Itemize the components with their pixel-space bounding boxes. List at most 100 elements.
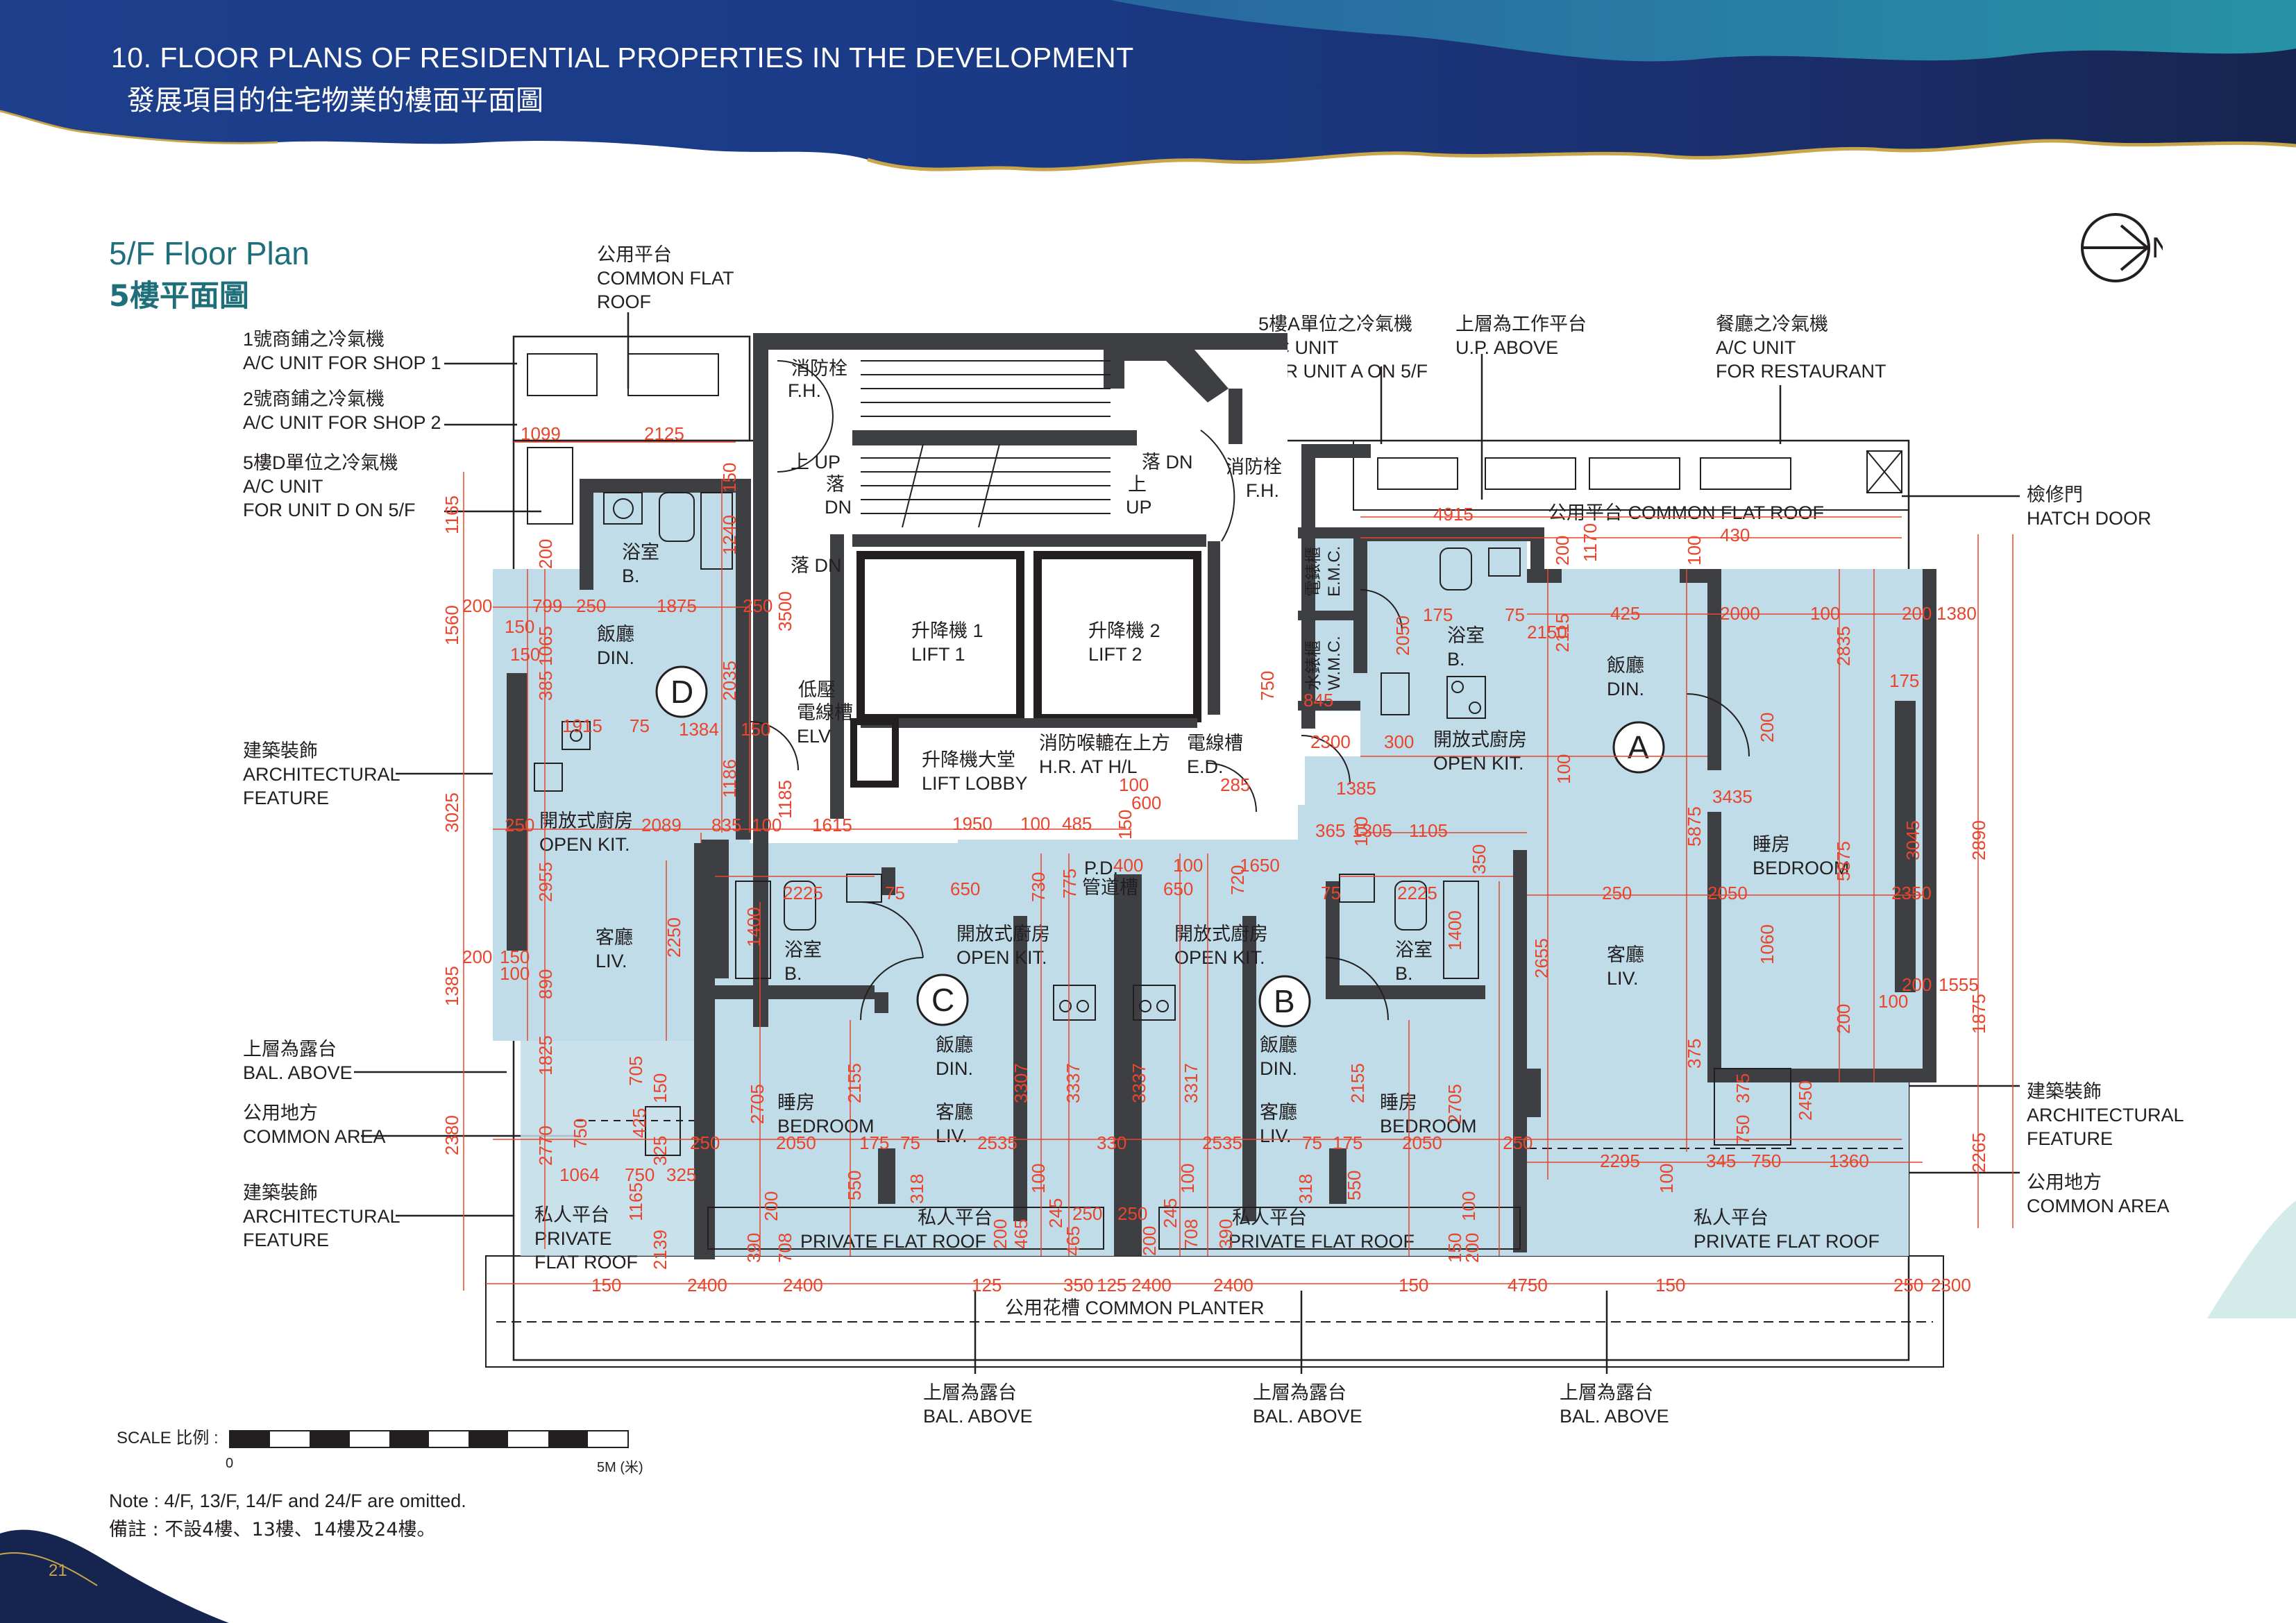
dim: 2265 — [1968, 1132, 1989, 1173]
b-bed-label-en: BEDROOM — [1380, 1116, 1477, 1137]
dim: 3500 — [775, 591, 795, 631]
dim: 3435 — [1712, 786, 1753, 807]
dim: 175 — [1889, 670, 1919, 691]
dim: 375 — [1732, 1073, 1753, 1103]
dim: 750 — [1751, 1150, 1781, 1171]
dim: 775 — [1059, 869, 1080, 899]
a-bed-label-en: BEDROOM — [1753, 858, 1850, 878]
dim: 100 — [1458, 1191, 1479, 1221]
dim: 550 — [844, 1171, 865, 1200]
dim: 465 — [1011, 1219, 1031, 1249]
dim: 385 — [535, 671, 556, 701]
a-kit-label: 開放式廚房 — [1433, 729, 1527, 750]
label-dn-2: 落 DN — [1142, 452, 1193, 473]
header-banner — [0, 0, 2296, 171]
dim: 100 — [1878, 991, 1908, 1012]
label-hr: 消防喉轆在上方 — [1039, 733, 1170, 754]
dim: 890 — [535, 969, 556, 999]
dim: 2035 — [719, 661, 740, 701]
unit-marker-c: C — [931, 982, 954, 1018]
dim: 200 — [1902, 603, 1932, 624]
dim: 75 — [900, 1132, 920, 1153]
dim: 5875 — [1833, 841, 1854, 881]
dim: 318 — [1295, 1174, 1316, 1204]
door-swings — [749, 360, 1750, 1021]
dim: 390 — [1215, 1219, 1236, 1249]
dim: 4915 — [1433, 504, 1474, 525]
b-bath-label-en: B. — [1395, 963, 1413, 984]
a-liv-label: 客廳 — [1607, 944, 1644, 965]
header-title-zh: 發展項目的住宅物業的樓面平面圖 — [127, 85, 543, 117]
plan-title-zh: 5樓平面圖 — [109, 279, 249, 314]
dim: 708 — [775, 1233, 795, 1263]
dim: 1875 — [657, 595, 697, 616]
unit-marker-d: D — [670, 674, 693, 710]
page-number: 21 — [49, 1561, 67, 1580]
dim: 75 — [630, 715, 650, 736]
dim: 425 — [1610, 603, 1640, 624]
dim: 150 — [1399, 1275, 1428, 1295]
dim: 100 — [1177, 1164, 1198, 1193]
dim: 2155 — [1347, 1063, 1368, 1103]
dim: 375 — [1684, 1039, 1705, 1069]
dim: 5875 — [1684, 806, 1705, 847]
label-fh-2-en: F.H. — [1246, 480, 1279, 501]
a-bath-label: 浴室 — [1447, 625, 1485, 646]
dim: 150 — [500, 946, 530, 967]
label-dn-1: DN — [825, 497, 852, 518]
dim: 250 — [1602, 883, 1632, 903]
dim: 2139 — [650, 1230, 670, 1270]
dim: 3025 — [441, 792, 462, 833]
label-dn-3: 落 DN — [791, 555, 842, 576]
dim: 720 — [1227, 865, 1248, 895]
dim: 1650 — [1240, 855, 1280, 876]
dim: 200 — [761, 1191, 782, 1221]
dim: 1065 — [535, 626, 556, 666]
label-fh-1-en: F.H. — [788, 380, 821, 401]
flat-roof-lines — [576, 1120, 1909, 1250]
dim: 318 — [906, 1174, 927, 1204]
c-liv-label: 客廳 — [936, 1102, 973, 1123]
unit-marker-a: A — [1628, 729, 1649, 765]
dim: 1099 — [521, 423, 561, 444]
dim: 2000 — [1720, 603, 1760, 624]
dim: 845 — [1303, 690, 1333, 711]
dim: 250 — [1072, 1203, 1102, 1224]
dim: 150 — [1115, 810, 1136, 840]
dim: 1165 — [441, 495, 462, 534]
dim: 2705 — [1444, 1084, 1465, 1124]
label-elv-zh2: 電線槽 — [797, 702, 853, 723]
b-liv-label-en: LIV. — [1260, 1125, 1292, 1146]
dim: 1385 — [1336, 778, 1376, 799]
dim: 200 — [1139, 1226, 1160, 1256]
c-din-label: 飯廳 — [936, 1035, 973, 1055]
scale-start: 0 — [226, 1456, 234, 1471]
d-liv-label-en: LIV. — [596, 951, 627, 971]
dim: 1360 — [1829, 1150, 1869, 1171]
b-din-label-en: DIN. — [1260, 1058, 1297, 1079]
dim: 100 — [1028, 1164, 1049, 1193]
d-roof-label-en1: PRIVATE — [534, 1228, 612, 1249]
label-up-2: UP — [1126, 497, 1152, 518]
label-wmc-zh: 水錶櫃 — [1304, 640, 1323, 690]
dim: 100 — [1810, 603, 1840, 624]
dim: 75 — [885, 883, 905, 903]
dim: 100 — [1351, 817, 1371, 847]
dim: 1400 — [743, 907, 764, 947]
c-bed-label-en: BEDROOM — [777, 1116, 875, 1137]
dim: 1064 — [559, 1164, 600, 1185]
dim: 730 — [1028, 872, 1049, 902]
label-lift-2: 升降機 2 — [1088, 620, 1160, 641]
dim: 345 — [1706, 1150, 1736, 1171]
dim: 1615 — [812, 815, 852, 835]
dim: 350 — [1469, 844, 1489, 874]
dim: 390 — [743, 1233, 764, 1263]
scale-end: 5M (米) — [597, 1460, 643, 1475]
dim: 2295 — [1600, 1150, 1640, 1171]
